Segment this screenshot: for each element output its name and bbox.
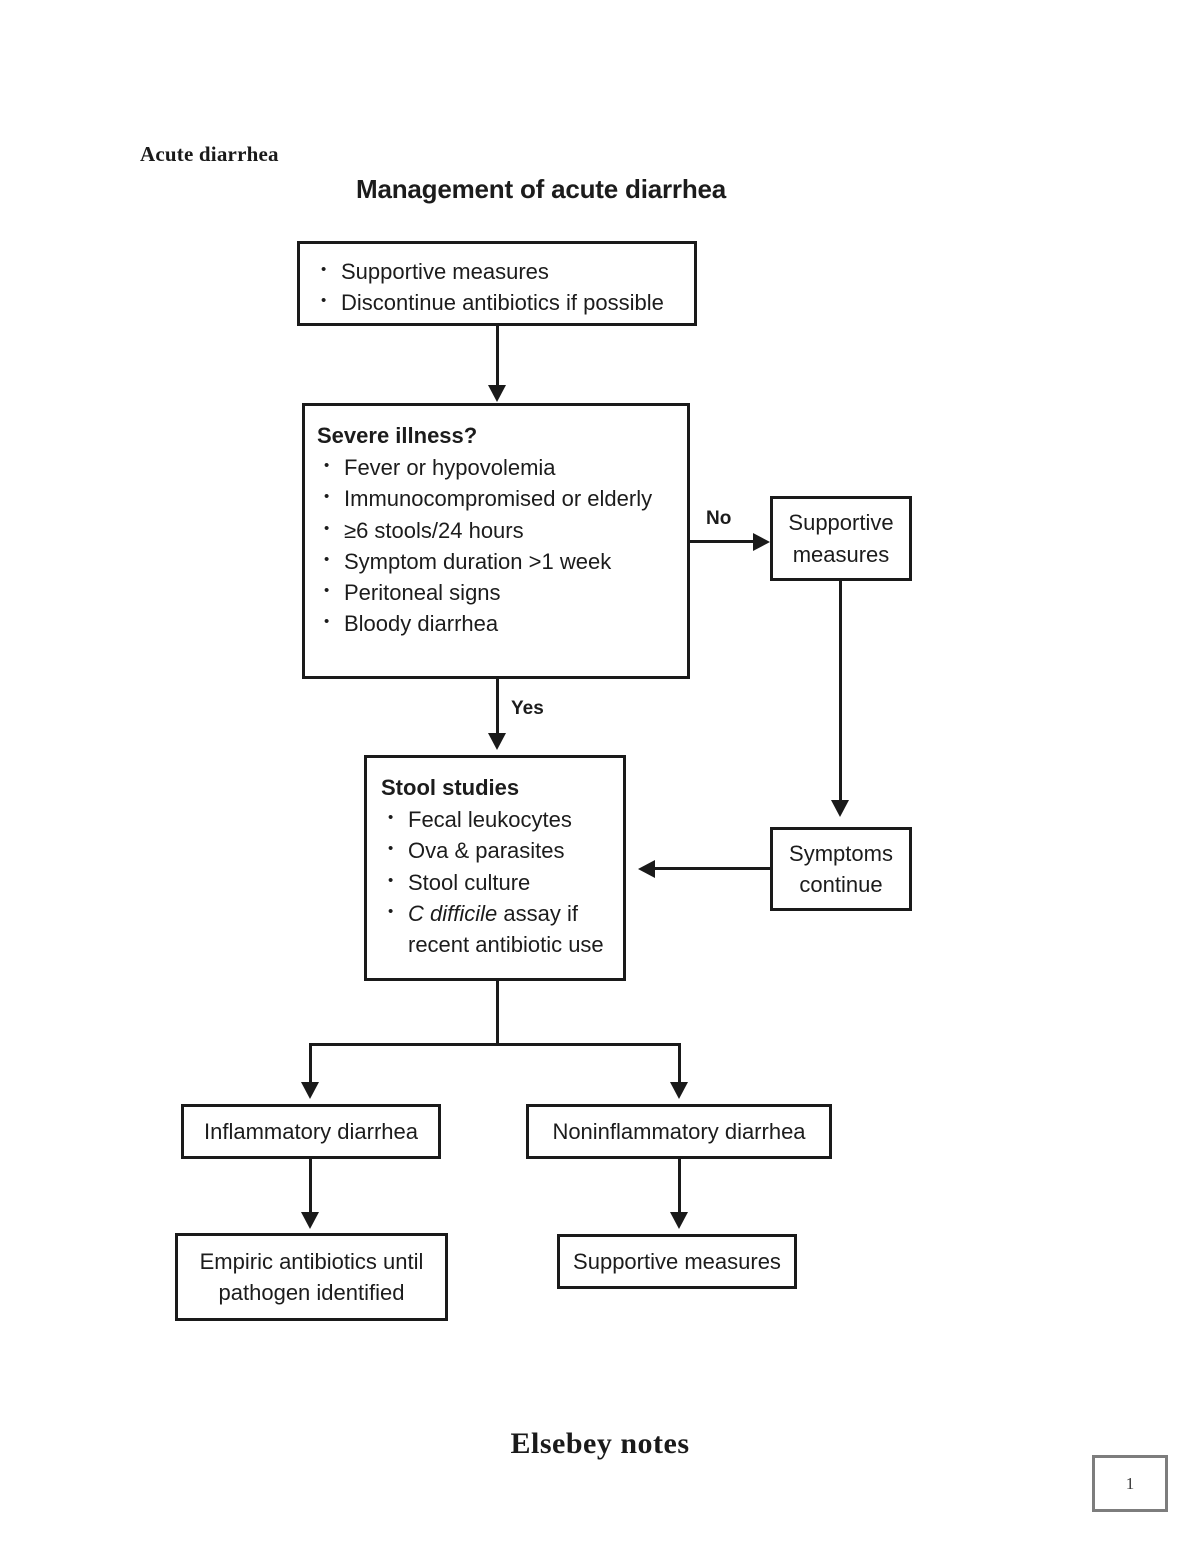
list-item-italic-term: C difficile — [408, 900, 498, 926]
arrow-down-icon — [488, 733, 506, 750]
node-stool-studies: Stool studies Fecal leukocytes Ova & par… — [364, 755, 626, 981]
node-text-line-2: pathogen identified — [218, 1280, 405, 1305]
node-heading: Stool studies — [381, 775, 520, 800]
list-item: C difficile assay if — [381, 897, 623, 929]
connector-inflammatory-to-empiric — [309, 1159, 312, 1214]
node-text-line-2: measures — [792, 541, 890, 567]
node-text: Inflammatory diarrhea — [204, 1118, 418, 1144]
list-item: ≥6 stools/24 hours — [317, 514, 687, 546]
list-item: Peritoneal signs — [317, 576, 687, 608]
list-item: Discontinue antibiotics if possible — [314, 286, 694, 318]
connector-initial-to-severe — [496, 326, 499, 386]
arrow-down-icon — [831, 800, 849, 817]
footer-credit: Elsebey notes — [510, 1427, 690, 1460]
edge-label-yes: Yes — [511, 698, 544, 719]
connector-noninflammatory-to-supportive — [678, 1159, 681, 1214]
node-text: Noninflammatory diarrhea — [552, 1118, 806, 1144]
edge-label-no: No — [706, 508, 732, 529]
node-heading: Severe illness? — [317, 423, 478, 448]
page-number-badge: 1 — [1092, 1455, 1168, 1512]
connector-severe-to-supportive — [690, 540, 755, 543]
node-empiric-antibiotics: Empiric antibiotics until pathogen ident… — [175, 1233, 448, 1321]
list-item: Ova & parasites — [381, 834, 623, 866]
document-heading: Acute diarrhea — [140, 142, 279, 166]
connector-stool-to-inflammatory — [309, 1043, 312, 1084]
severe-bullet-list: Fever or hypovolemia Immunocompromised o… — [317, 451, 687, 639]
list-item: Fecal leukocytes — [381, 803, 623, 835]
node-text: Supportive measures — [573, 1248, 781, 1274]
arrow-down-icon — [670, 1212, 688, 1229]
node-inflammatory-diarrhea: Inflammatory diarrhea — [181, 1104, 441, 1159]
arrow-down-icon — [301, 1212, 319, 1229]
connector-stool-split-bar — [309, 1043, 681, 1046]
connector-symptoms-to-stool — [655, 867, 770, 870]
node-supportive-measures-final: Supportive measures — [557, 1234, 797, 1289]
arrow-down-icon — [301, 1082, 319, 1099]
chart-title: Management of acute diarrhea — [356, 174, 727, 204]
node-initial-management: Supportive measures Discontinue antibiot… — [297, 241, 697, 326]
list-item-rest: assay if — [497, 900, 578, 926]
node-text-line-2: continue — [799, 872, 883, 897]
list-item: Bloody diarrhea — [317, 607, 687, 639]
list-item: Symptom duration >1 week — [317, 545, 687, 577]
arrow-right-icon — [753, 533, 770, 551]
node-text-line-1: Supportive — [788, 510, 894, 536]
node-noninflammatory-diarrhea: Noninflammatory diarrhea — [526, 1104, 832, 1159]
list-item: Supportive measures — [314, 255, 694, 287]
node-symptoms-continue: Symptoms continue — [770, 827, 912, 911]
connector-stool-stem — [496, 981, 499, 1044]
arrow-left-icon — [638, 860, 655, 878]
arrow-down-icon — [488, 385, 506, 402]
connector-supportive-to-symptoms — [839, 581, 842, 802]
connector-stool-to-noninflammatory — [678, 1043, 681, 1084]
node-text-line-1: Symptoms — [789, 840, 893, 866]
list-item-continuation: recent antibiotic use — [408, 932, 604, 958]
connector-severe-to-stool — [496, 679, 499, 735]
list-item: Stool culture — [381, 866, 623, 898]
stool-bullet-list: Fecal leukocytes Ova & parasites Stool c… — [381, 803, 623, 960]
node-severe-illness-decision: Severe illness? Fever or hypovolemia Imm… — [302, 403, 690, 679]
list-item: Immunocompromised or elderly — [317, 482, 687, 514]
node-supportive-measures-no-branch: Supportive measures — [770, 496, 912, 581]
node-text-line-1: Empiric antibiotics until — [199, 1248, 424, 1274]
initial-bullet-list: Supportive measures Discontinue antibiot… — [314, 255, 694, 318]
arrow-down-icon — [670, 1082, 688, 1099]
list-item: Fever or hypovolemia — [317, 451, 687, 483]
